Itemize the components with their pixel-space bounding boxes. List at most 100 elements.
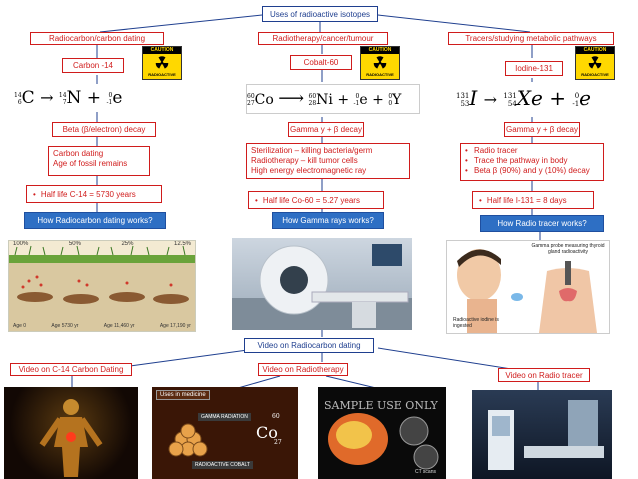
plus-icon: +	[86, 88, 102, 108]
video-c14-button[interactable]: Video on C-14 Carbon Dating	[10, 363, 132, 376]
caution-footer: RADIOACTIVE	[148, 72, 176, 77]
radiation-icon	[373, 56, 387, 69]
thumb-gamma-label: GAMMA RADIATION	[198, 413, 251, 421]
halflife-carbon14: •Half life C-14 = 5730 years	[26, 185, 162, 203]
atom-cluster-drawing	[168, 423, 208, 457]
ct-scans-label: CT scans	[414, 469, 436, 475]
notes-iodine131: Radio tracer Trace the pathway in body B…	[460, 143, 604, 181]
plus-icon: +	[549, 86, 566, 110]
radiation-icon	[155, 56, 169, 69]
i131-num: 53	[460, 99, 470, 108]
percent-labels: 100% 50% 25% 12.5%	[13, 241, 191, 247]
age-label: Age 17,190 yr	[159, 323, 191, 329]
c14-num: 6	[17, 98, 22, 106]
video-thumbnail-c14[interactable]	[4, 387, 138, 479]
video-thumbnail-radiotracer[interactable]	[472, 390, 612, 479]
gamma-num: 0	[388, 100, 393, 107]
image-note: Radioactive iodine is ingested	[453, 317, 499, 329]
page-title: Uses of radioactive isotopes	[262, 6, 378, 22]
ni60-num: 28	[308, 100, 317, 107]
halflife-iodine131: •Half life I-131 = 8 days	[472, 191, 594, 209]
caution-radioactive-sign: CAUTION RADIOACTIVE	[575, 46, 615, 80]
how-radiocarbon-button[interactable]: How Radiocarbon dating works?	[24, 212, 166, 229]
caution-footer: RADIOACTIVE	[366, 72, 394, 77]
notes-cobalt60: Sterilization – killing bacteria/germ Ra…	[246, 143, 410, 179]
caution-label: CAUTION	[576, 47, 614, 54]
radiation-icon	[588, 56, 602, 69]
thumb-symbol: Co	[256, 423, 278, 442]
i131-symbol: I	[469, 86, 478, 110]
plus-icon: +	[372, 92, 384, 108]
video-section-title[interactable]: Video on Radiocarbon dating	[244, 338, 374, 353]
e-symbol: e	[579, 86, 592, 110]
plus-icon: +	[337, 92, 350, 108]
gamma-symbol: Y	[392, 92, 402, 108]
i131-mass: 131	[456, 91, 470, 100]
image-caption: Gamma probe measuring thyroid gland radi…	[531, 243, 605, 255]
co60-mass: 60	[247, 93, 255, 100]
caution-footer: RADIOACTIVE	[581, 72, 609, 77]
scanner-room-drawing	[488, 400, 604, 470]
e-symbol: e	[359, 92, 368, 108]
isotope-iodine131: Iodine-131	[505, 61, 563, 76]
thumb-mass: 60	[272, 413, 280, 420]
co60-num: 27	[247, 100, 255, 107]
note-item: Beta β (90%) and y (10%) decay	[465, 166, 599, 176]
c14-mass: 14	[14, 91, 22, 99]
isotope-cobalt60: Cobalt-60	[290, 55, 352, 70]
sample-watermark: SAMPLE USE ONLY	[324, 399, 438, 412]
note-item: Sterilization – killing bacteria/germ	[251, 146, 373, 155]
how-tracer-button[interactable]: How Radio tracer works?	[480, 215, 604, 232]
arrow-icon: →	[40, 88, 54, 107]
xe131-symbol: Xe	[516, 86, 543, 110]
bullet-icon: •	[255, 195, 258, 205]
xe131-mass: 131	[503, 91, 517, 100]
decay-iodine131: Gamma y + β decay	[504, 122, 580, 137]
caution-radioactive-sign: CAUTION RADIOACTIVE	[142, 46, 182, 80]
thyroid-tracer-image: Gamma probe measuring thyroid gland radi…	[446, 240, 610, 334]
e-num: -1	[106, 98, 113, 106]
caution-label: CAUTION	[361, 47, 399, 54]
e-num: -1	[353, 100, 360, 107]
how-gamma-button[interactable]: How Gamma rays works?	[272, 212, 384, 229]
patient-thyroid-drawing	[457, 249, 597, 333]
age-label: Age 5730 yr	[51, 323, 79, 329]
percent-label: 50%	[68, 241, 81, 247]
brain-scan-drawing	[328, 413, 439, 470]
arrow-icon: →	[483, 90, 498, 109]
note-item: Trace the pathway in body	[465, 156, 599, 166]
co60-symbol: Co	[254, 92, 274, 108]
note-item: Carbon dating	[53, 149, 104, 158]
video-thumbnail-radiotherapy[interactable]: Uses in medicine GAMMA RADIATION 60 Co 2…	[152, 387, 298, 479]
gamma-mass: 0	[388, 93, 393, 100]
note-item: Radiotherapy – kill tumor cells	[251, 156, 358, 165]
soil-layers	[9, 245, 195, 331]
age-labels: Age 0 Age 5730 yr Age 11,460 yr Age 17,1…	[13, 323, 191, 329]
note-item: Age of fossil remains	[53, 159, 128, 168]
n14-mass: 14	[58, 91, 67, 99]
e-mass: 0	[574, 91, 580, 100]
video-radiotherapy-button[interactable]: Video on Radiotherapy	[258, 363, 348, 376]
caution-label: CAUTION	[143, 47, 181, 54]
thumb-cobalt-label: RADIOACTIVE COBALT	[192, 461, 253, 469]
e-mass: 0	[108, 91, 113, 99]
age-label: Age 11,460 yr	[103, 323, 135, 329]
header-radiotherapy: Radiotherapy/cancer/tumour	[258, 32, 388, 45]
isotope-carbon14: Carbon -14	[62, 58, 124, 73]
video-radiotracer-button[interactable]: Video on Radio tracer	[498, 368, 590, 382]
age-label: Age 0	[13, 323, 27, 329]
e-num: -1	[572, 99, 580, 108]
n14-num: 7	[62, 98, 67, 106]
ni60-mass: 60	[308, 93, 317, 100]
radiocarbon-illustration: 100% 50% 25% 12.5% Age 0 Age 5730 yr Age…	[8, 240, 196, 332]
video-thumbnail-brain[interactable]: SAMPLE USE ONLY CT scans	[318, 387, 446, 479]
thumb-num: 27	[274, 439, 282, 446]
caution-radioactive-sign: CAUTION RADIOACTIVE	[360, 46, 400, 80]
percent-label: 25%	[121, 241, 134, 247]
linac-machine-drawing	[232, 244, 412, 330]
decay-carbon14: Beta (β/electron) decay	[52, 122, 156, 137]
xe131-num: 54	[507, 99, 517, 108]
